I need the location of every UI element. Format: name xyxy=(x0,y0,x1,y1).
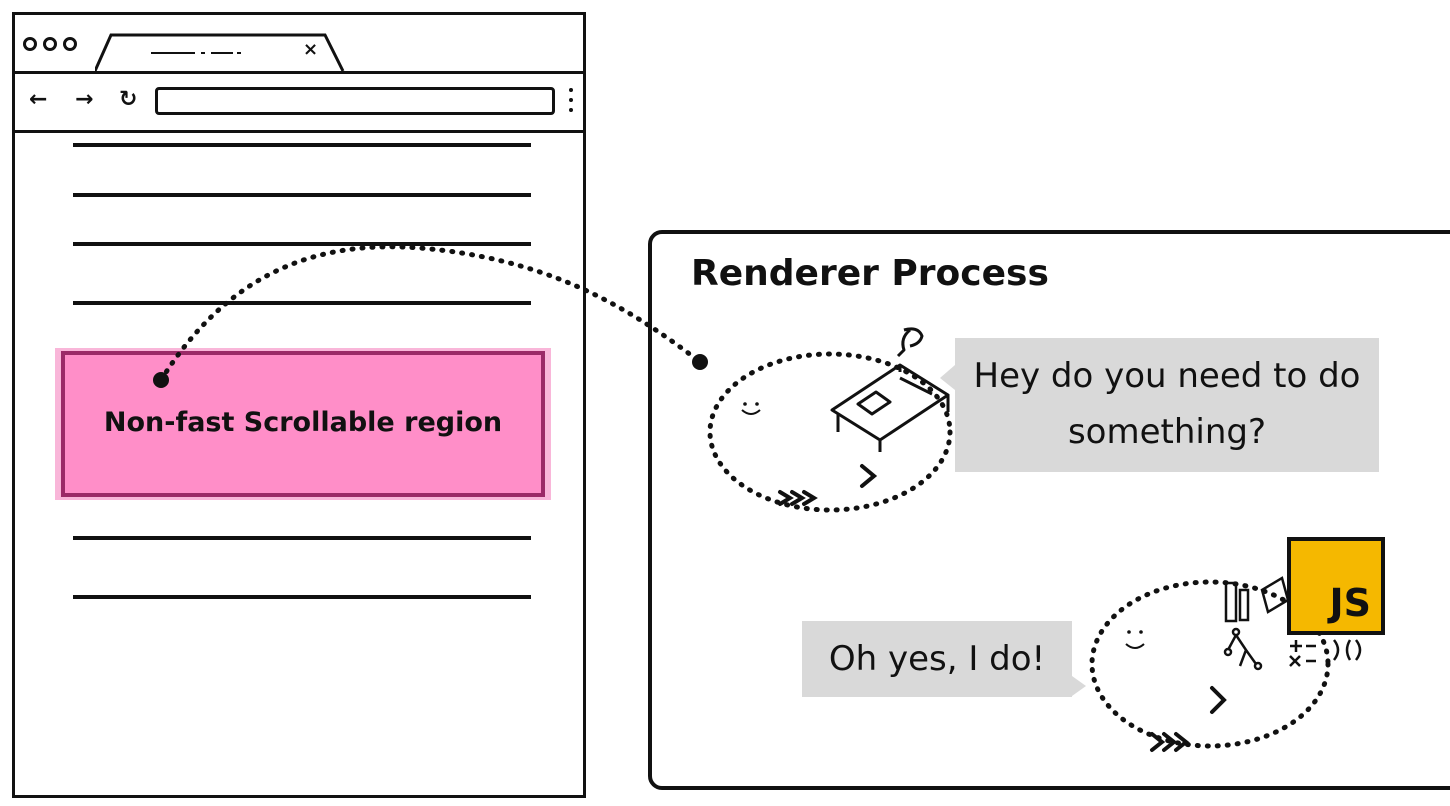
javascript-badge-label: JS xyxy=(1329,581,1371,625)
browser-tab[interactable]: × xyxy=(95,33,345,71)
close-icon[interactable]: × xyxy=(303,39,319,60)
tab-bar: × xyxy=(15,15,583,74)
browser-window: × ← → ↻ Non-fast Scrollable region xyxy=(12,12,586,798)
content-line xyxy=(73,595,531,599)
address-bar[interactable] xyxy=(155,87,555,115)
content-line xyxy=(73,193,531,197)
menu-kebab-icon[interactable] xyxy=(569,88,573,116)
content-line xyxy=(73,301,531,305)
content-line xyxy=(73,242,531,246)
javascript-badge-icon: JS xyxy=(1287,537,1385,635)
window-controls xyxy=(23,37,77,51)
reload-icon[interactable]: ↻ xyxy=(119,87,138,112)
window-dot-icon[interactable] xyxy=(63,37,77,51)
content-line xyxy=(73,536,531,540)
non-fast-scrollable-label: Non-fast Scrollable region xyxy=(103,407,503,438)
renderer-process-panel xyxy=(648,230,1450,790)
nav-bar: ← → ↻ xyxy=(15,74,583,133)
back-arrow-icon[interactable]: ← xyxy=(29,87,48,112)
non-fast-scrollable-region: Non-fast Scrollable region xyxy=(61,351,545,497)
forward-arrow-icon[interactable]: → xyxy=(75,87,94,112)
content-line xyxy=(73,143,531,147)
window-dot-icon[interactable] xyxy=(23,37,37,51)
renderer-process-title: Renderer Process xyxy=(691,253,1049,294)
answer-speech-bubble: Oh yes, I do! xyxy=(802,621,1072,697)
window-dot-icon[interactable] xyxy=(43,37,57,51)
question-speech-bubble: Hey do you need to do something? xyxy=(955,338,1379,472)
